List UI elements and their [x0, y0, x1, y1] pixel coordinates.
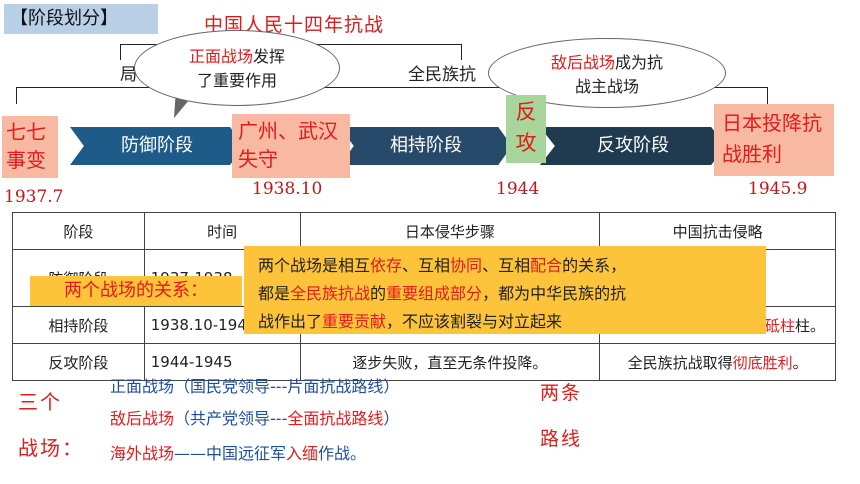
rear-name: 敌后战场	[110, 409, 175, 428]
front-name: 正面战场	[110, 377, 175, 396]
overseas-name: 海外战场	[110, 444, 175, 463]
overseas-mid: ——中国远征军	[174, 444, 287, 463]
note-text: 战作出了	[258, 312, 323, 331]
event-end-label: 日本投降抗战胜利	[722, 111, 822, 166]
note-red: 重要组成部分	[386, 284, 483, 303]
table-header: 时间	[143, 212, 301, 250]
bubble-left-red: 正面战场	[188, 47, 253, 66]
bracket-label-left: 局	[118, 60, 139, 85]
event-mid-box: 广州、武汉失守	[232, 114, 350, 178]
battlefields-label-line2: 战场：	[18, 436, 84, 460]
note-text: 的	[370, 284, 387, 303]
front-route: 片面抗战路线	[287, 377, 384, 396]
note-text: 、互相	[482, 256, 531, 275]
date-1938: 1938.10	[252, 179, 323, 199]
routes-label-line2: 路线	[540, 428, 583, 450]
note-red: 重要贡献	[322, 312, 387, 331]
rear-route: 全面抗战路线	[287, 409, 384, 428]
event-mid-label: 广州、武汉失守	[238, 119, 338, 171]
victory-suffix: 。	[792, 353, 808, 372]
note-red: 协同	[450, 256, 483, 275]
note-text: ，不应该割裂与对立起来	[386, 312, 563, 331]
pillar-red: 砥柱	[764, 316, 795, 335]
table-cell: 逐步失败，直至无条件投降。	[299, 343, 601, 381]
relation-note: 两个战场是相互依存、互相协同、互相配合的关系， 都是全民族抗战的重要组成部分，都…	[244, 246, 766, 334]
stage-arrow-defense: 防御阶段	[70, 127, 244, 165]
note-red: 全民族抗战	[290, 284, 371, 303]
rear-mid: （共产党领导---	[174, 409, 288, 428]
table-header: 日本侵华步骤	[299, 212, 601, 250]
note-text: 都是	[258, 284, 291, 303]
routes-label-line1: 两条	[540, 382, 583, 404]
battlefields-label-line1: 三个	[18, 390, 62, 414]
battlefield-overseas: 海外战场——中国远征军入缅作战。	[110, 440, 366, 464]
note-text: ，都为中华民族的抗	[482, 284, 627, 303]
table-row: 反攻阶段 1944-1945 逐步失败，直至无条件投降。 全民族抗战取得彻底胜利…	[12, 343, 836, 381]
bubble-left-text: 发挥	[253, 47, 286, 66]
bubble-right-red: 敌后战场	[550, 53, 615, 72]
bubble-left-line2: 了重要作用	[196, 71, 277, 90]
event-start-label: 七七事变	[6, 120, 46, 172]
date-1945: 1945.9	[748, 179, 808, 199]
event-counter-label: 反攻	[515, 100, 537, 155]
table-header-row: 阶段 时间 日本侵华步骤 中国抗击侵略	[12, 212, 836, 250]
note-red: 依存	[370, 256, 403, 275]
note-text: 两个战场是相互	[258, 256, 371, 275]
table-header: 中国抗击侵略	[599, 212, 836, 250]
overseas-end: 作战。	[318, 444, 367, 463]
stage-arrow-counteroffensive: 反攻阶段	[540, 127, 726, 165]
front-mid: （国民党领导---	[174, 377, 288, 396]
date-1944: 1944	[496, 179, 540, 199]
bubble-right-line2: 战主战场	[574, 77, 639, 96]
note-text: 、互相	[402, 256, 451, 275]
overseas-burma: 入缅	[286, 444, 319, 463]
table-cell-victory: 全民族抗战取得彻底胜利。	[599, 343, 836, 381]
event-end-box: 日本投降抗战胜利	[714, 104, 834, 176]
event-counter-box: 反攻	[506, 95, 546, 163]
pillar-suffix: 柱。	[794, 316, 825, 335]
victory-red: 彻底胜利	[732, 353, 793, 372]
table-header: 阶段	[12, 212, 145, 250]
battlefield-rear: 敌后战场（共产党领导---全面抗战路线）	[110, 405, 399, 429]
stage-arrow-stalemate: 相持阶段	[340, 127, 512, 165]
front-end: ）	[383, 377, 400, 396]
note-text: 的关系，	[562, 256, 627, 275]
table-cell: 1944-1945	[143, 343, 301, 381]
victory-prefix: 全民族抗战取得	[627, 353, 733, 372]
bracket-label-right: 全民族抗	[406, 60, 478, 85]
note-red: 配合	[530, 256, 563, 275]
event-start-box: 七七事变	[2, 116, 58, 178]
date-1937: 1937.7	[4, 187, 64, 207]
table-cell: 反攻阶段	[12, 343, 145, 381]
rear-end: ）	[383, 409, 400, 428]
section-tag: 【阶段划分】	[4, 4, 158, 34]
battlefield-front: 正面战场（国民党领导---片面抗战路线）	[110, 373, 399, 397]
relation-label: 两个战场的关系：	[30, 276, 242, 306]
table-cell: 相持阶段	[12, 306, 145, 344]
bubble-right-text: 成为抗	[615, 53, 664, 72]
speech-bubble-left: 正面战场发挥 了重要作用	[134, 30, 340, 106]
